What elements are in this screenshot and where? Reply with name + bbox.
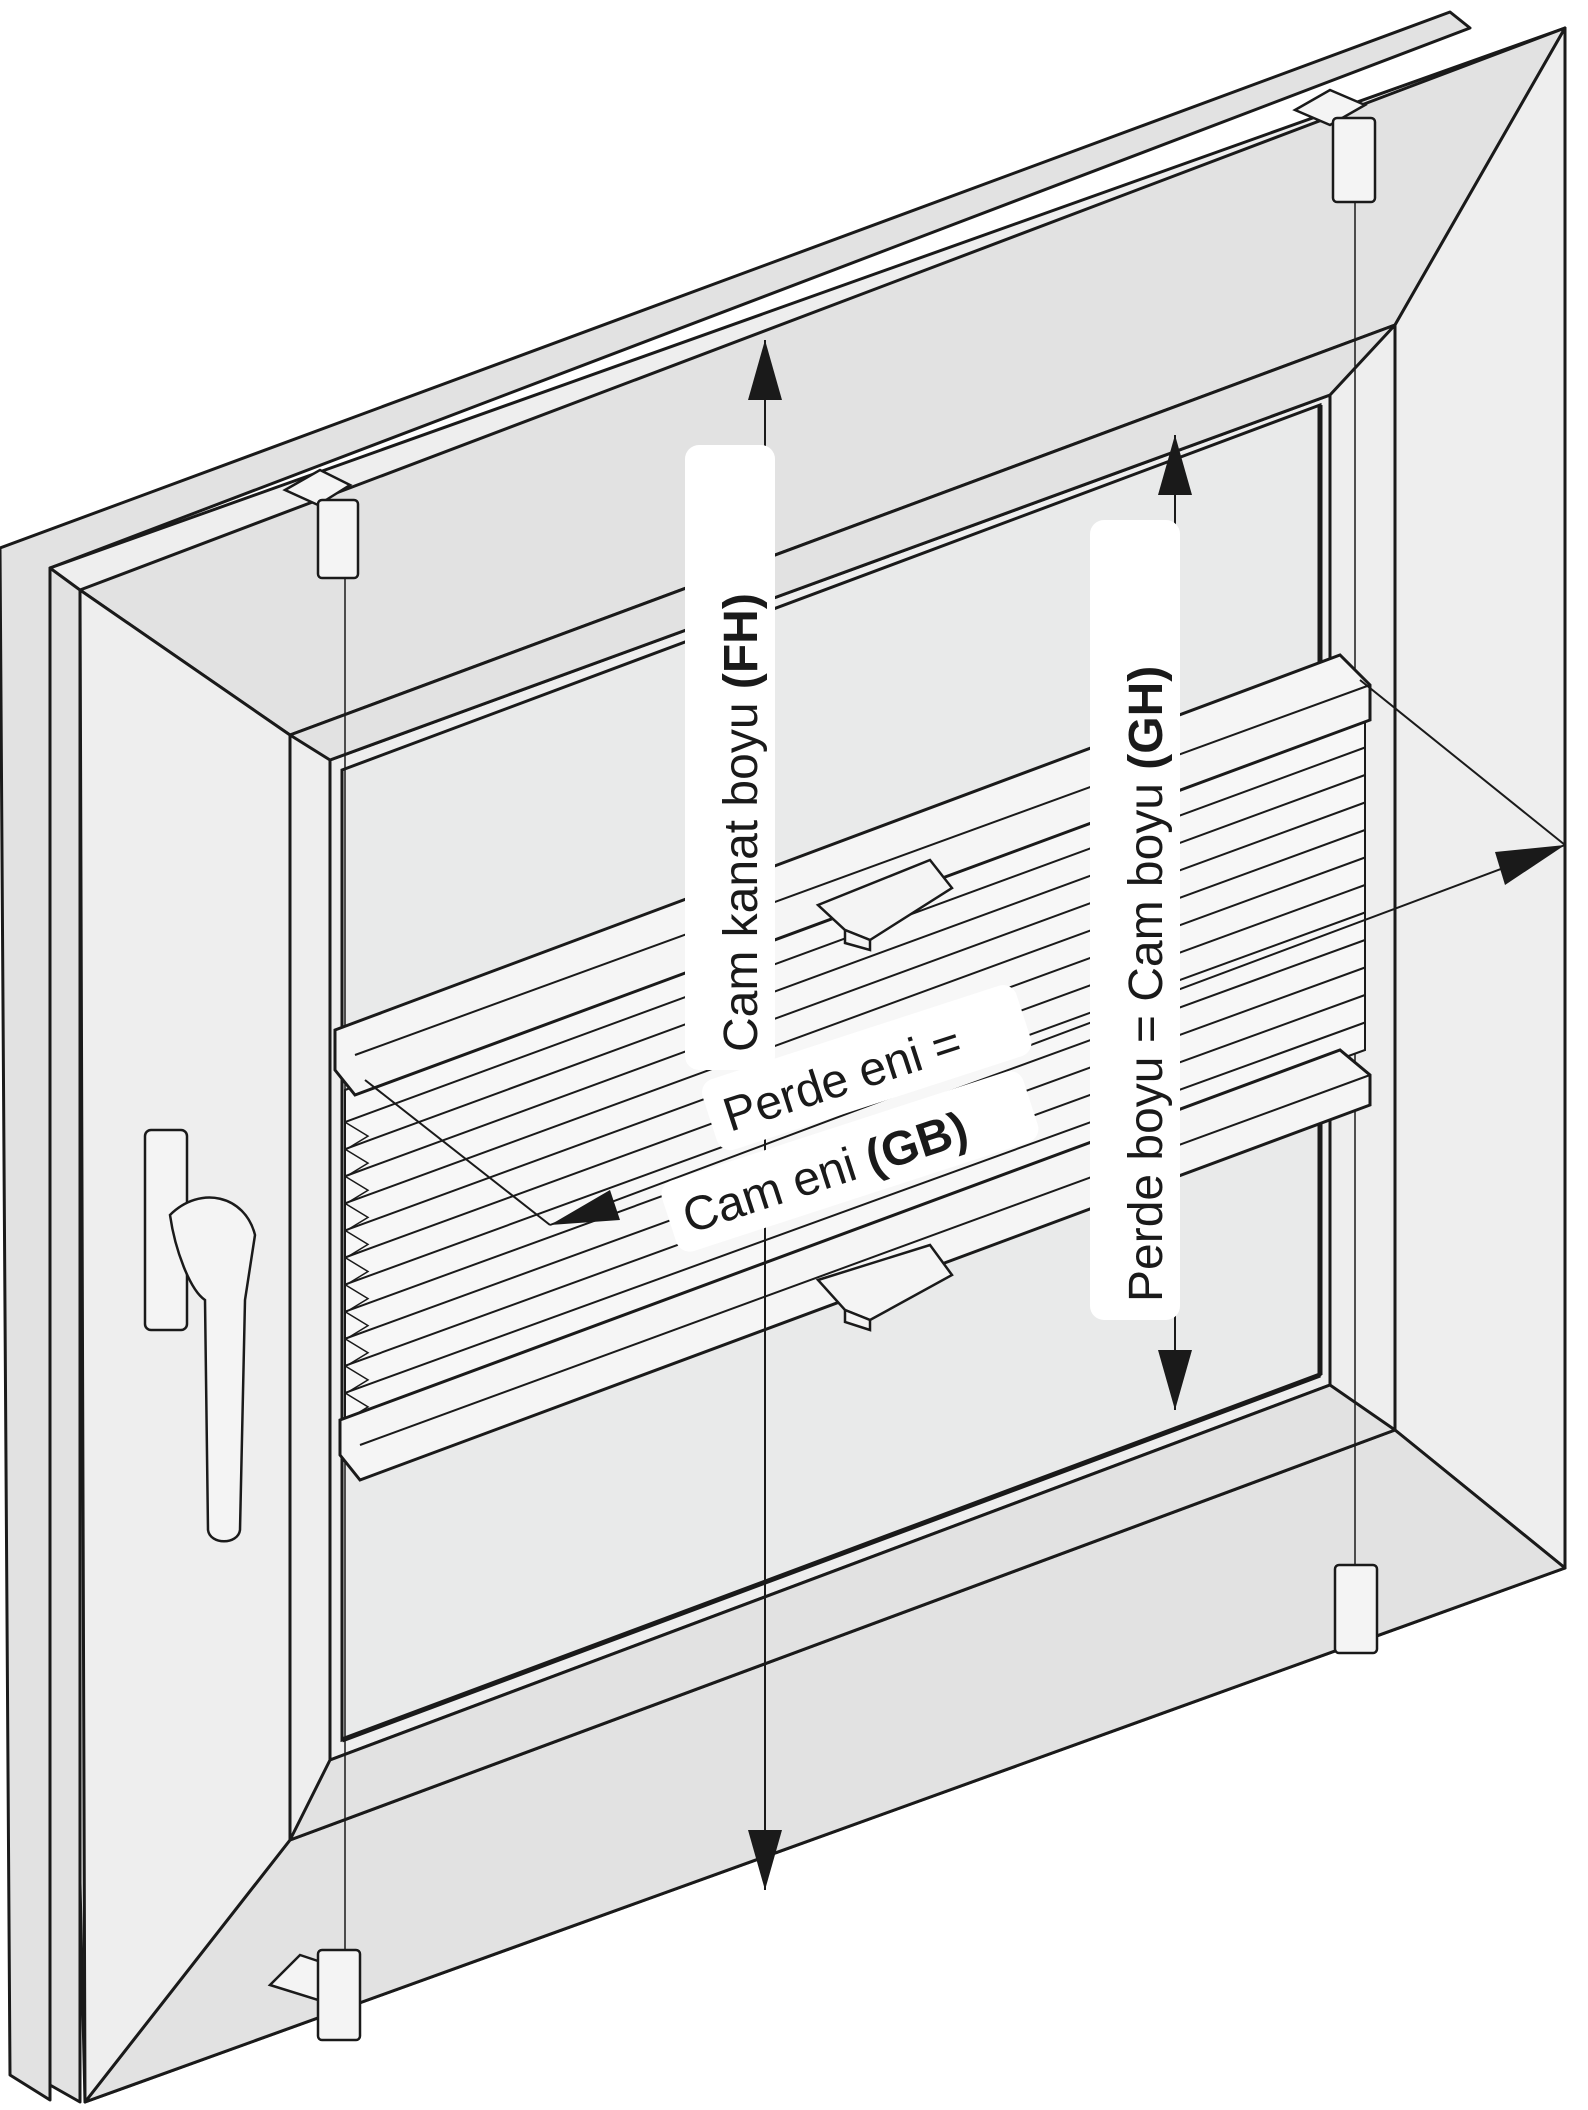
rail-grips: [815, 858, 954, 1332]
cord-holder-bottom-right: [1333, 1563, 1379, 1655]
pleat-fold: [344, 774, 1366, 1151]
dimension-glass-width: [364, 679, 1566, 1226]
frame-height-text: Cam kanat boyu: [715, 689, 768, 1052]
glass-height-code: (GH): [1120, 666, 1173, 770]
clip-bracket-top-right: [1292, 88, 1377, 204]
pleat-fold: [344, 1021, 1366, 1394]
glass-height-text: Perde boyu = Cam boyu: [1120, 770, 1173, 1302]
cord-holder-icon: [1333, 1563, 1379, 1655]
frame-height-code: (FH): [715, 593, 768, 689]
pleat-fold: [344, 801, 1366, 1178]
label-frame-height: Cam kanat boyu (FH): [685, 445, 775, 1070]
window-handle-icon: [143, 1128, 257, 1543]
cord-holder-icon: [316, 1948, 362, 2042]
svg-text:Cam kanat boyu (FH): Cam kanat boyu (FH): [715, 593, 768, 1052]
cord-holder-icon: [316, 498, 360, 580]
svg-text:Perde boyu = Cam boyu (GH): Perde boyu = Cam boyu (GH): [1120, 666, 1173, 1302]
clip-bracket-top-left: [282, 468, 360, 580]
pleat-fold: [344, 829, 1366, 1205]
label-glass-height: Perde boyu = Cam boyu (GH): [1090, 520, 1180, 1320]
cord-holder-icon: [1331, 116, 1377, 204]
top-rail-grip[interactable]: [815, 858, 954, 952]
cord-holder-bottom-left: [267, 1948, 362, 2042]
bottom-rail-grip[interactable]: [815, 1243, 954, 1332]
